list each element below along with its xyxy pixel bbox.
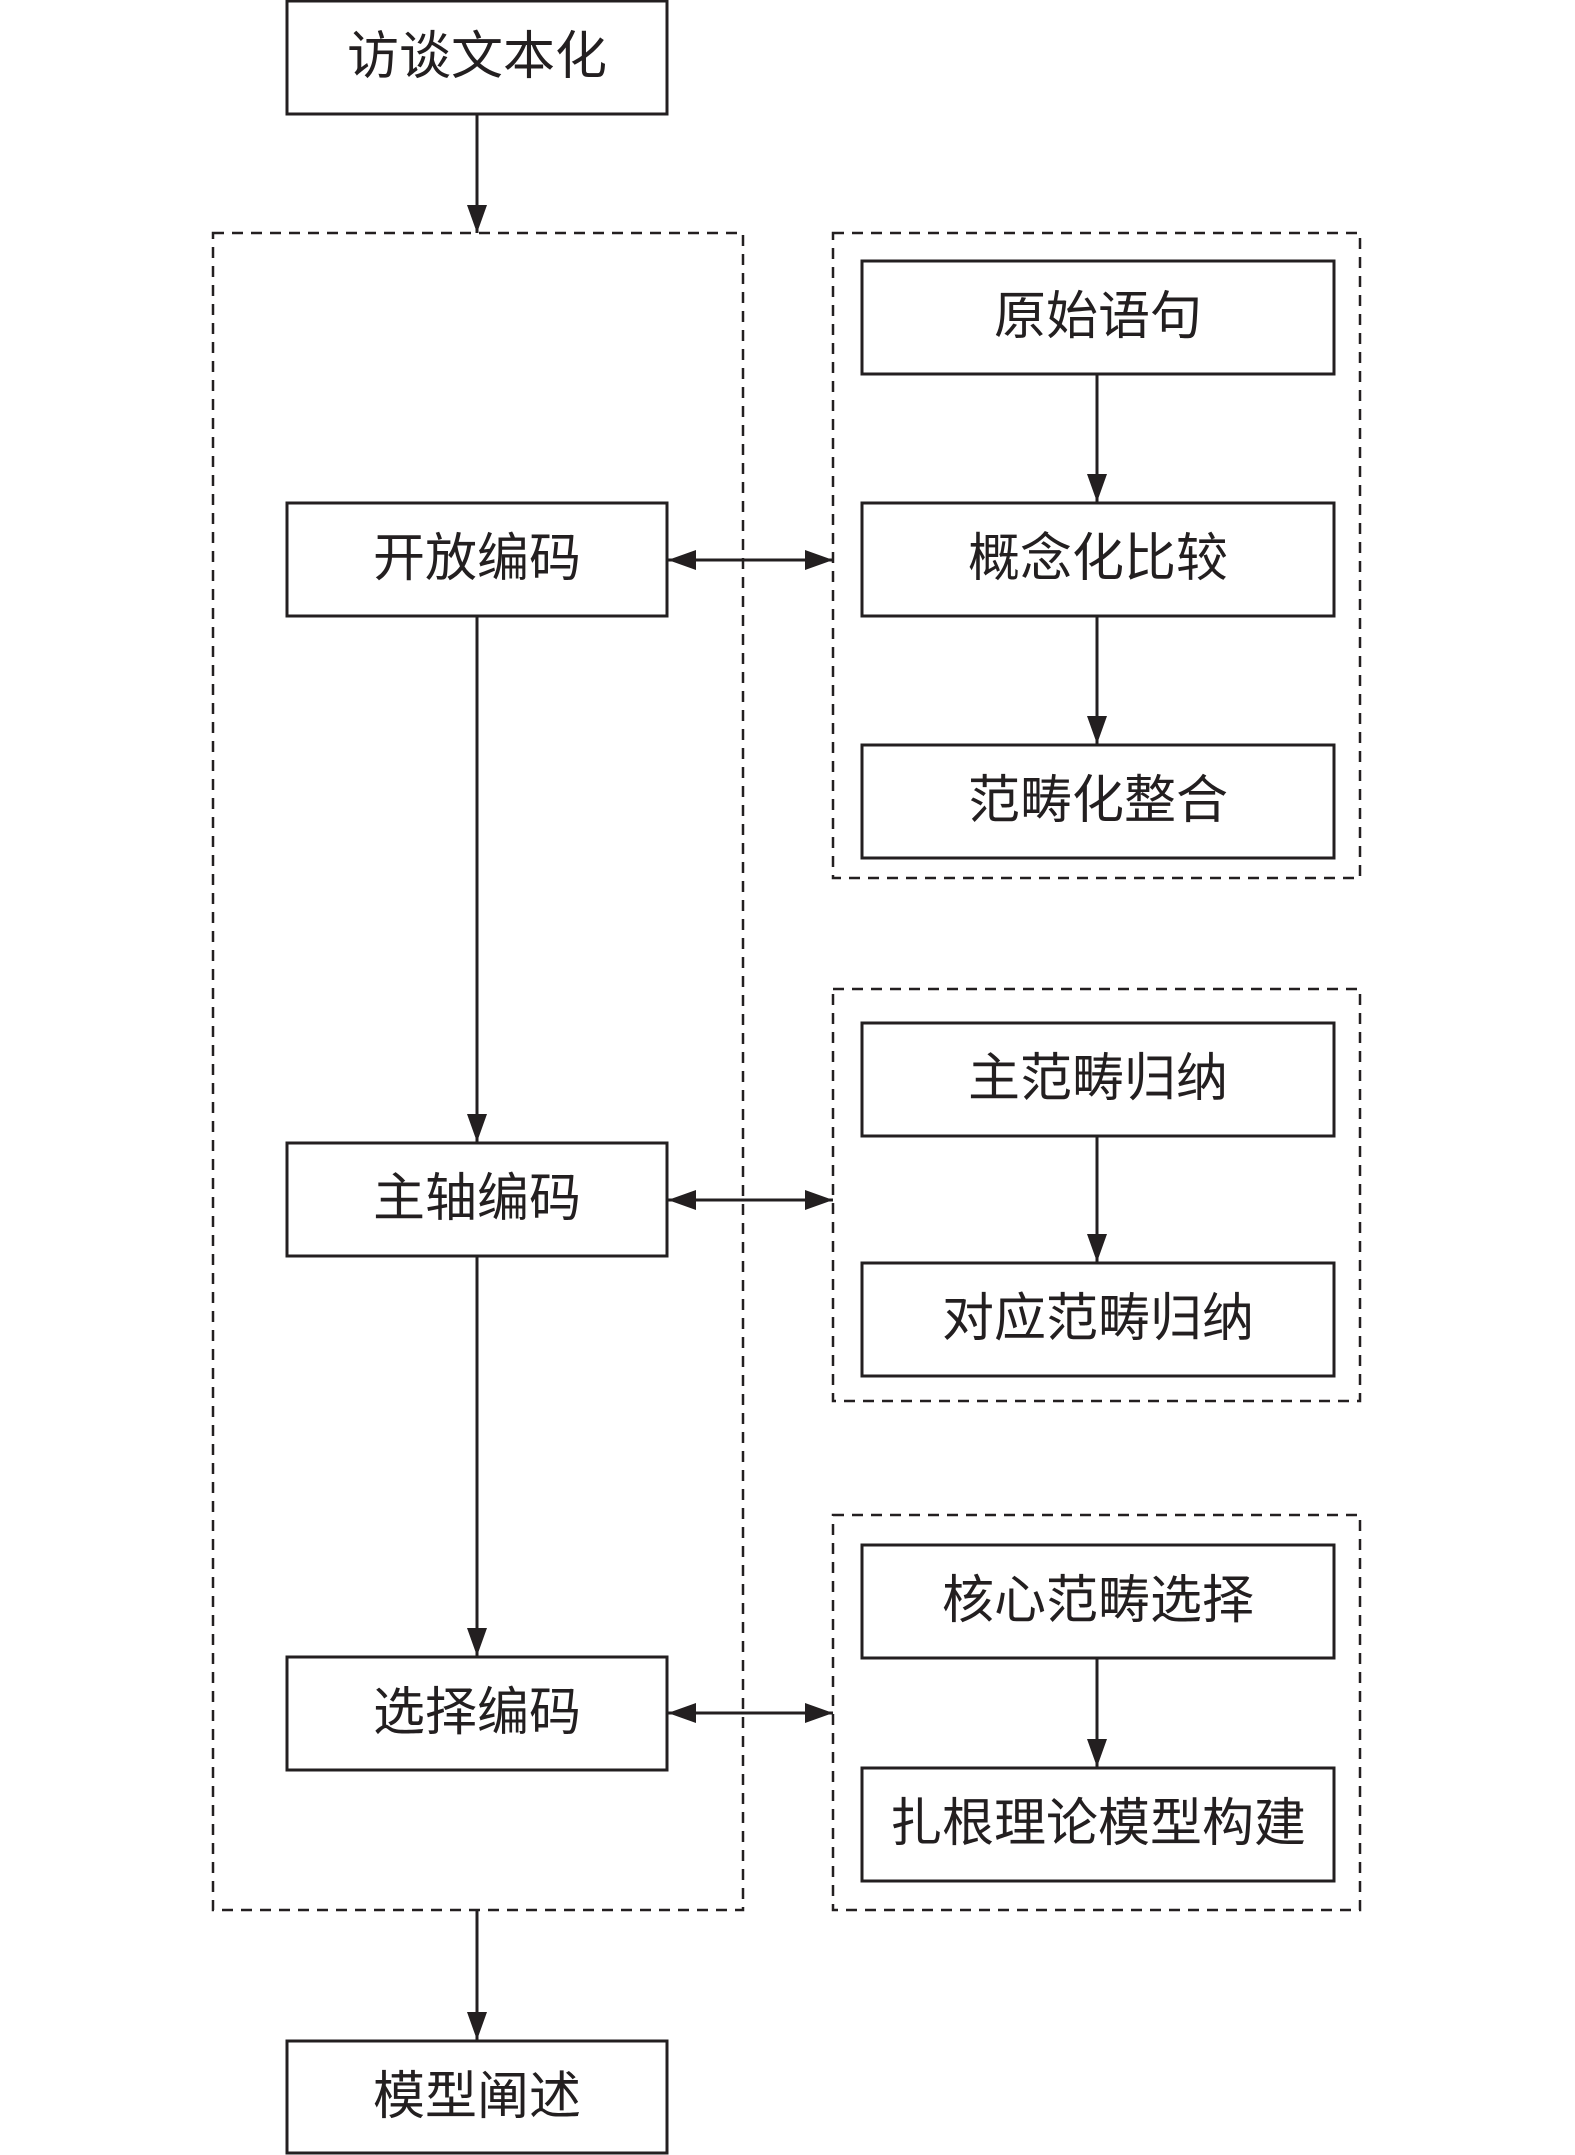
node-label: 选择编码 (373, 1683, 581, 1743)
node-main-category-induction: 主范畴归纳 (860, 1021, 1336, 1138)
node-label: 概念化比较 (968, 529, 1228, 589)
node-core-category-selection: 核心范畴选择 (860, 1543, 1336, 1660)
node-corresponding-category-induction: 对应范畴归纳 (860, 1261, 1336, 1378)
node-grounded-theory-model-building: 扎根理论模型构建 (860, 1766, 1336, 1883)
node-category-integration: 范畴化整合 (860, 743, 1336, 860)
node-conceptual-comparison: 概念化比较 (860, 501, 1336, 618)
node-open-coding: 开放编码 (285, 501, 669, 618)
node-axial-coding: 主轴编码 (285, 1141, 669, 1258)
node-label: 开放编码 (373, 529, 581, 589)
node-original-sentences: 原始语句 (860, 259, 1336, 376)
node-label: 核心范畴选择 (942, 1571, 1254, 1631)
node-label: 主轴编码 (373, 1169, 581, 1229)
axial-coding-detail-group (831, 987, 1362, 1403)
open-coding-detail-group (831, 231, 1362, 880)
node-label: 模型阐述 (373, 2067, 581, 2127)
node-selective-coding: 选择编码 (285, 1655, 669, 1772)
node-label: 原始语句 (994, 287, 1202, 347)
node-label: 主范畴归纳 (968, 1049, 1228, 1109)
node-interview-text: 访谈文本化 (285, 0, 669, 116)
node-label: 访谈文本化 (347, 27, 607, 87)
node-label: 对应范畴归纳 (942, 1289, 1254, 1349)
selective-coding-detail-group (831, 1513, 1362, 1912)
node-label: 扎根理论模型构建 (890, 1794, 1306, 1854)
node-model-explanation: 模型阐述 (285, 2039, 669, 2155)
node-label: 范畴化整合 (968, 771, 1228, 831)
